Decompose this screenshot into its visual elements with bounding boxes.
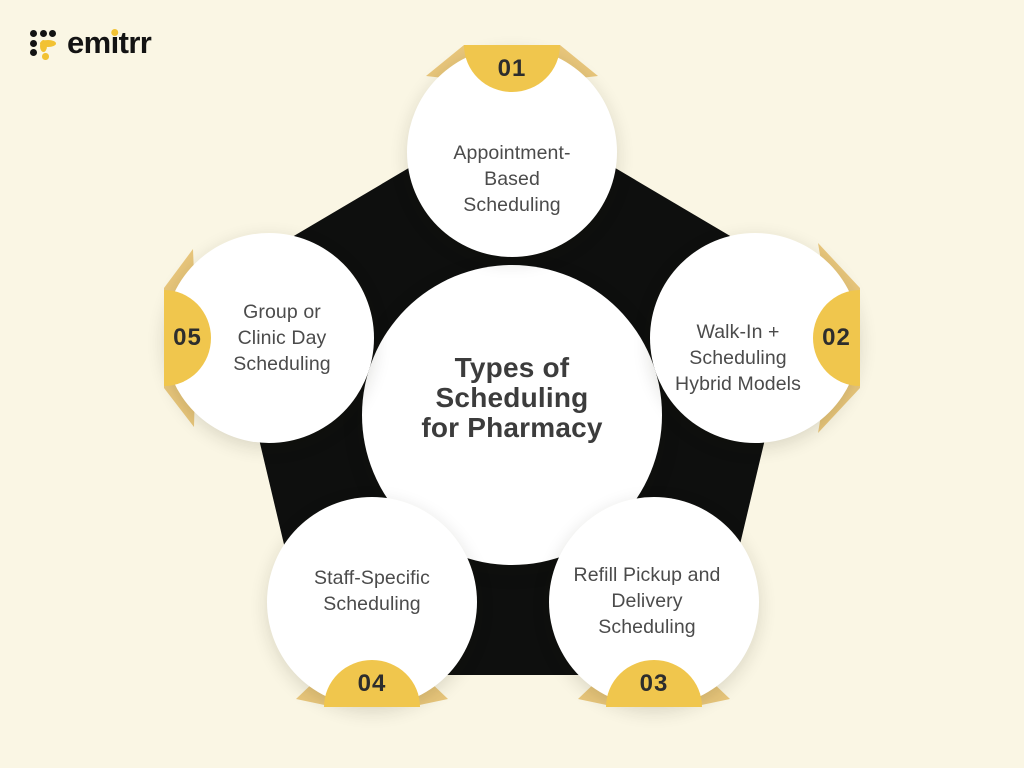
topic-label: Appointment- Based Scheduling bbox=[453, 141, 571, 217]
topic-circle-refill-pickup-delivery: Refill Pickup and Delivery Scheduling bbox=[549, 497, 759, 707]
topic-label: Refill Pickup and Delivery Scheduling bbox=[573, 563, 721, 639]
topic-label: Staff-Specific Scheduling bbox=[314, 566, 430, 615]
badge-number: 01 bbox=[497, 54, 527, 82]
logo: emitrr bbox=[30, 25, 152, 60]
brand-i-yellow-dot: i bbox=[110, 25, 120, 60]
badge-number: 02 bbox=[822, 324, 851, 351]
page-title-line: for Pharmacy bbox=[421, 411, 603, 443]
center-title-circle: Types of Scheduling for Pharmacy bbox=[362, 265, 662, 565]
badge-number: 03 bbox=[639, 669, 669, 697]
topic-label: Group or Clinic Day Scheduling bbox=[233, 300, 331, 376]
badge-number: 04 bbox=[357, 669, 387, 697]
page-title: Types of Scheduling for Pharmacy bbox=[421, 353, 602, 442]
brand-wordmark: emitrr bbox=[67, 25, 152, 60]
page-title-line: Scheduling bbox=[435, 382, 589, 414]
topic-label: Walk-In + Scheduling Hybrid Models bbox=[675, 320, 801, 396]
logo-dots-icon bbox=[30, 27, 58, 60]
badge-number: 05 bbox=[173, 324, 202, 351]
page-title-line: Types of bbox=[454, 352, 570, 384]
